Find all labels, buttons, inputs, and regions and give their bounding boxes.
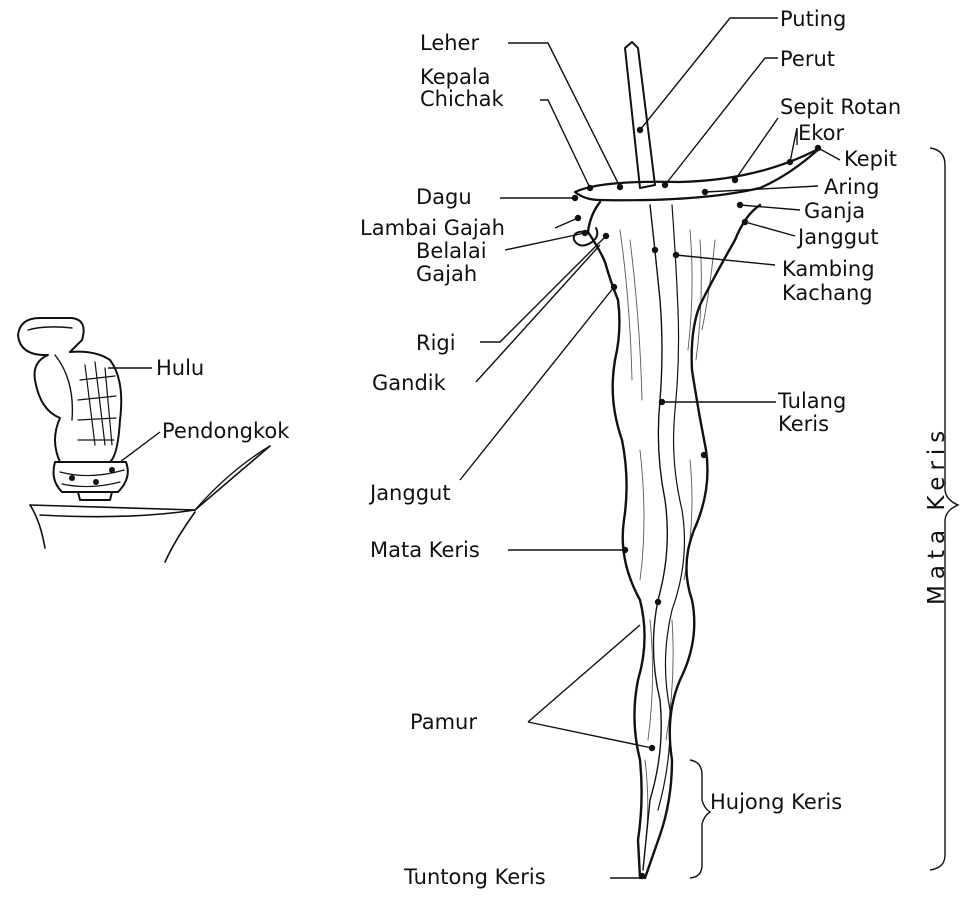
rigi-label: Rigi bbox=[416, 331, 456, 355]
sepit-rotan-label: Sepit Rotan bbox=[780, 95, 901, 119]
kambing-kachang-label-line1: Kambing bbox=[782, 257, 875, 281]
puting-label: Puting bbox=[780, 7, 846, 31]
tulang-keris-label-line2: Keris bbox=[778, 412, 829, 436]
belalai-gajah-label-line2: Gajah bbox=[416, 262, 477, 286]
leher-label: Leher bbox=[420, 31, 479, 55]
kepit-label: Kepit bbox=[844, 147, 897, 171]
ekor-label: Ekor bbox=[798, 121, 845, 145]
kepala-chichak-label-line2: Chichak bbox=[420, 87, 505, 111]
ganja-label: Ganja bbox=[804, 199, 865, 223]
hujong-keris-label: Hujong Keris bbox=[710, 790, 842, 814]
janggut-lower-label: Janggut bbox=[368, 481, 451, 505]
tuntong-keris-label: Tuntong Keris bbox=[403, 865, 546, 889]
pendongkok-label: Pendongkok bbox=[162, 419, 290, 443]
aring-label: Aring bbox=[824, 175, 879, 199]
gandik-label: Gandik bbox=[372, 371, 447, 395]
dagu-label: Dagu bbox=[416, 185, 472, 209]
hulu-label: Hulu bbox=[156, 356, 204, 380]
lambai-gajah-label: Lambai Gajah bbox=[360, 216, 505, 240]
mata-keris-label: Mata Keris bbox=[370, 538, 480, 562]
janggut-upper-label: Janggut bbox=[796, 225, 879, 249]
pendongkok-leader bbox=[120, 432, 160, 462]
kepala-chichak-label-line1: Kepala bbox=[420, 65, 491, 89]
perut-label: Perut bbox=[780, 47, 835, 71]
kambing-kachang-label-line2: Kachang bbox=[782, 281, 873, 305]
blade-illustration bbox=[572, 42, 821, 879]
tulang-keris-label-line1: Tulang bbox=[777, 389, 846, 413]
hujong-keris-bracket bbox=[690, 760, 710, 878]
mata-keris-vertical-label: Mata Keris bbox=[924, 425, 950, 605]
belalai-gajah-label-line1: Belalai bbox=[416, 239, 487, 263]
pamur-label: Pamur bbox=[410, 710, 477, 734]
blade-markers bbox=[572, 127, 821, 879]
